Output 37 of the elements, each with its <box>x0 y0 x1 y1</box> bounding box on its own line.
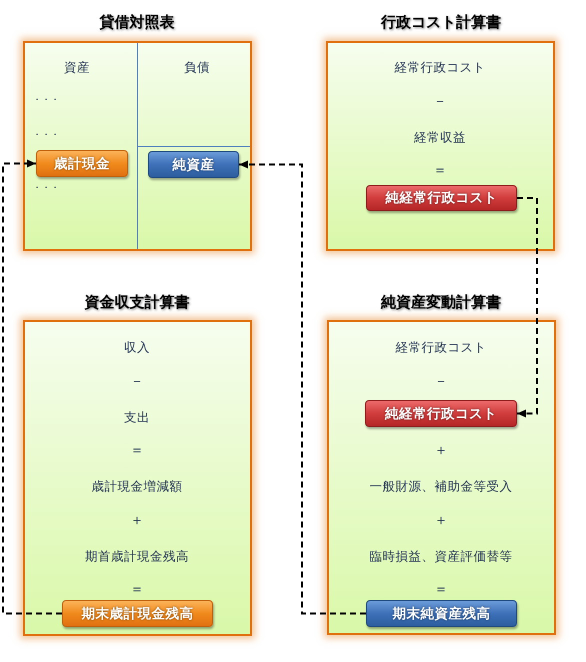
operator-sign: ＋ <box>434 442 448 460</box>
item-box: 純経常行政コスト <box>365 400 517 427</box>
account-label: 歳計現金増減額 <box>92 478 182 494</box>
ellipsis-dots: ・・・ <box>32 130 60 142</box>
account-label: 一般財源、補助金等受入 <box>370 478 512 494</box>
account-label: 経常行政コスト <box>394 60 486 74</box>
account-label: 収入 <box>124 340 150 354</box>
operator-sign: ＋ <box>130 512 144 530</box>
operator-sign: ＋ <box>434 512 448 530</box>
connector-arrow <box>239 160 366 614</box>
statement-title: 資金収支計算書 <box>84 293 190 311</box>
ellipsis-dots: ・・・ <box>32 184 60 194</box>
operator-sign: ＝ <box>434 582 448 598</box>
item-box: 純経常行政コスト <box>366 185 517 211</box>
operator-sign: ＝ <box>130 582 144 598</box>
operator-sign: ＝ <box>130 442 144 460</box>
item-box: 純資産 <box>148 151 239 178</box>
operator-sign: － <box>130 374 144 390</box>
account-label: 支出 <box>124 410 150 424</box>
account-label: 期首歳計現金残高 <box>85 548 189 564</box>
account-label: 臨時損益、資産評価替等 <box>370 548 512 564</box>
item-box: 期末純資産残高 <box>366 600 517 627</box>
operator-sign: － <box>433 94 447 110</box>
operator-sign: ＝ <box>433 162 447 180</box>
account-label: 資産 <box>64 60 90 74</box>
statement-title: 行政コスト計算書 <box>381 13 501 31</box>
account-label: 経常行政コスト <box>396 340 486 354</box>
statement-title: 貸借対照表 <box>100 13 174 31</box>
ellipsis-dots: ・・・ <box>32 96 60 106</box>
operator-sign: － <box>434 374 448 390</box>
item-box: 期末歳計現金残高 <box>62 600 213 627</box>
account-label: 負債 <box>184 60 210 74</box>
statement-title: 純資産変動計算書 <box>381 293 501 311</box>
connector-arrow <box>517 197 538 418</box>
connector-arrow <box>2 160 62 614</box>
item-box: 歳計現金 <box>36 150 128 177</box>
account-label: 経常収益 <box>414 130 466 144</box>
